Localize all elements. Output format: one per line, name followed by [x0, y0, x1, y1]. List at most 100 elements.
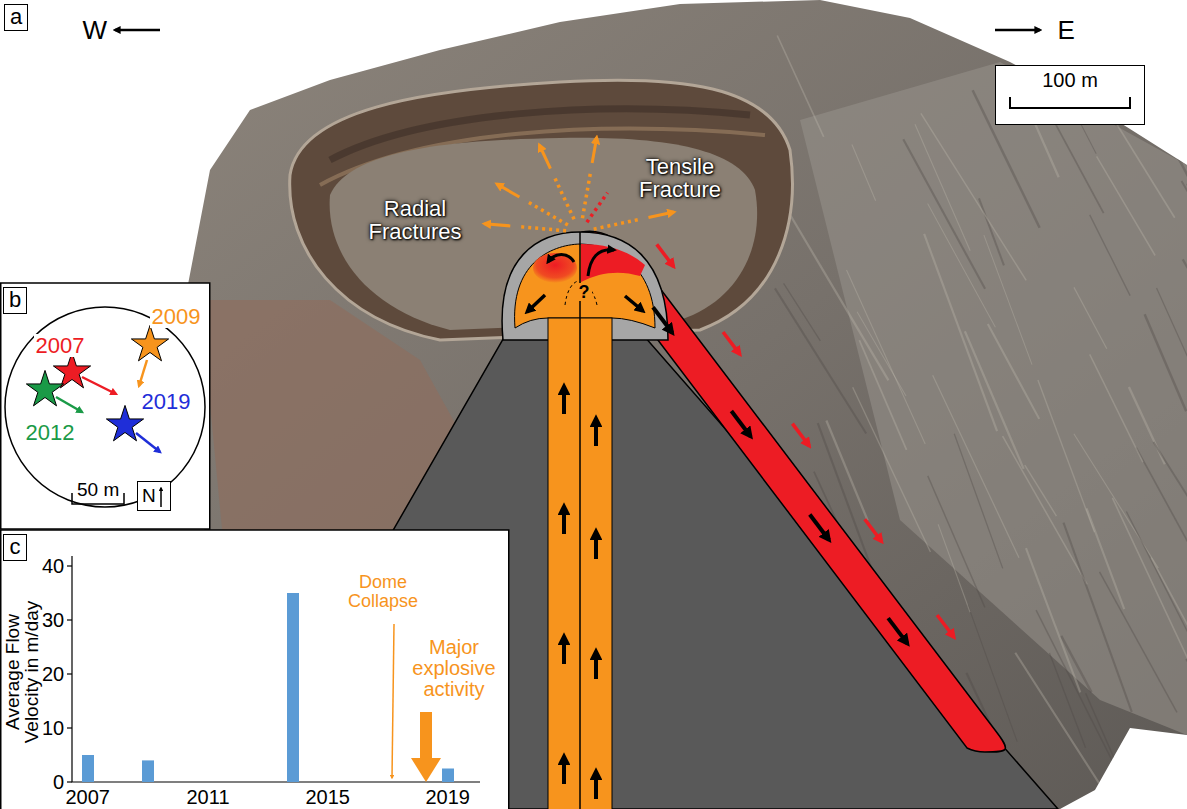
- motion-arrow: [937, 615, 954, 637]
- section-line: [579, 232, 581, 809]
- slope-streak: [857, 312, 906, 396]
- panel-label-box: 100 m: [995, 65, 1145, 125]
- slope-streak: [1136, 448, 1187, 583]
- dome-arrow: [548, 255, 574, 263]
- motion-arrow: [657, 244, 674, 266]
- slope-streak: [1182, 181, 1187, 361]
- slope-streak: [921, 113, 1026, 280]
- event-arrow: [411, 712, 441, 782]
- inset-panel: [1, 283, 210, 529]
- axis-tick: [67, 781, 72, 782]
- label: W: [83, 17, 108, 44]
- motion-arrow: [792, 424, 809, 446]
- scale-box-ground: [995, 65, 1145, 125]
- label: 30: [42, 610, 64, 631]
- tensile-fracture: [587, 193, 608, 222]
- radial-fracture: [582, 173, 590, 218]
- slope-streak: [1003, 436, 1088, 584]
- slope-streak: [965, 331, 1024, 469]
- ascent-arrow: [562, 506, 566, 534]
- slope-streak: [1157, 288, 1187, 435]
- axis-tick: [67, 619, 72, 620]
- panel-label-box: N: [137, 481, 171, 511]
- motion-arrow: [723, 332, 740, 354]
- slope-streak: [903, 139, 985, 289]
- east-arrow: [995, 29, 1040, 32]
- label: 2019: [426, 787, 471, 808]
- vent-star: [106, 405, 143, 440]
- slope-streak: [1171, 144, 1187, 294]
- velocity-bar: [82, 755, 94, 782]
- axis-tick: [67, 673, 72, 674]
- radial-fracture: [594, 220, 639, 230]
- slope-streak: [1086, 693, 1145, 809]
- axis-tick: [67, 727, 72, 728]
- ascent-arrow: [562, 386, 566, 414]
- fracture-arrow: [497, 184, 520, 197]
- slope-streak: [1025, 465, 1057, 516]
- event-arrow: [392, 624, 394, 778]
- slope-streak: [1090, 354, 1143, 462]
- label: 50 m: [75, 480, 121, 500]
- panel-label: N: [142, 482, 170, 509]
- slope-streak: [988, 324, 1039, 419]
- velocity-bar: [442, 769, 454, 783]
- label: 40: [42, 556, 64, 577]
- crater-outline: [5, 307, 205, 507]
- slope-streak: [847, 270, 926, 444]
- ascent-arrow: [594, 531, 598, 559]
- ascent-arrow: [594, 418, 598, 446]
- slope-streak: [1126, 511, 1187, 682]
- velocity-bar: [142, 760, 154, 782]
- slope-streak: [1038, 380, 1095, 532]
- vent-star: [53, 352, 90, 387]
- label: ?: [577, 283, 592, 302]
- flow-arrow: [653, 307, 672, 333]
- vent-arrow: [139, 360, 147, 386]
- magma-dome: [515, 244, 655, 328]
- slope-streak: [784, 283, 821, 341]
- slope-streak: [826, 420, 867, 520]
- label: 2009: [150, 305, 203, 328]
- label: Radial Fractures: [355, 197, 475, 243]
- arrows: [484, 137, 954, 799]
- ascent-arrow: [594, 651, 598, 679]
- slope-streak: [1100, 572, 1177, 712]
- label: 2007: [66, 787, 111, 808]
- flow-arrow: [888, 618, 907, 644]
- dome-arrow: [527, 295, 545, 312]
- slope-streak: [852, 144, 876, 200]
- slope-streak: [1186, 659, 1187, 809]
- hot-core: [581, 244, 645, 282]
- slope-streak: [1064, 523, 1132, 712]
- slope-streak: [1090, 215, 1130, 296]
- fracture-arrow: [539, 145, 550, 169]
- panel-label: c: [4, 535, 26, 559]
- slope-streak: [984, 235, 1032, 365]
- vent-arrow: [82, 377, 116, 394]
- vent-star: [131, 325, 168, 360]
- label: 0: [53, 772, 64, 793]
- fracture-arrow: [484, 224, 510, 226]
- slope-streak: [938, 524, 970, 612]
- label: Dome Collapse: [333, 573, 433, 611]
- west-arrow: [115, 29, 160, 32]
- slope-streak: [1074, 287, 1107, 348]
- hot-core: [533, 253, 577, 283]
- panel-label-box: b: [3, 287, 27, 314]
- panel-label: b: [4, 288, 26, 312]
- label: 2012: [24, 421, 77, 444]
- fracture-arrow: [592, 137, 597, 163]
- label: 10: [42, 718, 64, 739]
- label: 20: [42, 664, 64, 685]
- ascent-arrow: [562, 756, 566, 784]
- axis-tick: [67, 565, 72, 566]
- label: 2007: [34, 334, 87, 357]
- slope-streak: [775, 288, 866, 433]
- label: 2015: [306, 787, 351, 808]
- label: Average Flow Velocity in m/day: [2, 585, 40, 760]
- slope-streak: [954, 434, 1002, 569]
- slope-streak: [1112, 498, 1187, 667]
- slope-streak: [777, 36, 823, 137]
- scale-bar: [1010, 97, 1130, 108]
